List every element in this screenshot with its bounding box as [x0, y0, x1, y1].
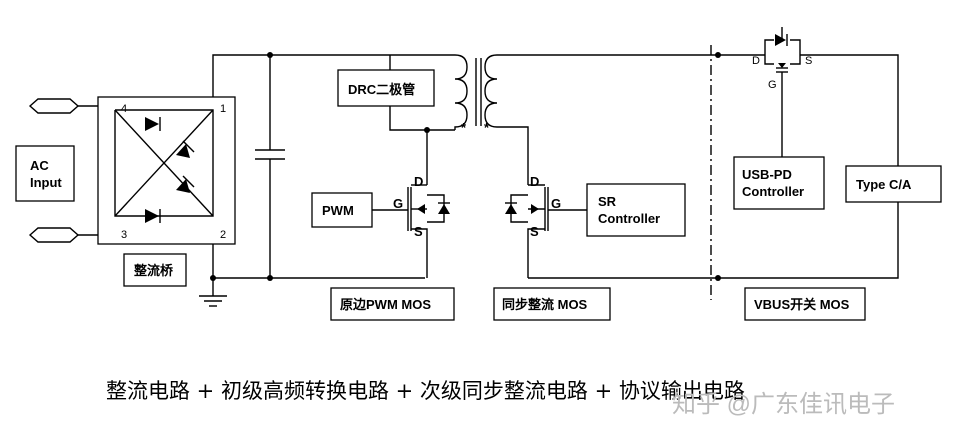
primary-mos-pin-g: G: [393, 196, 403, 211]
transformer: * *: [454, 54, 498, 135]
sync-mosfet: D G S: [505, 174, 561, 278]
usb-pd-label-2: Controller: [742, 184, 804, 199]
sync-mos-pin-s: S: [530, 224, 539, 239]
vbus-mos-pin-s: S: [805, 55, 812, 67]
usb-pd-controller-box: USB-PD Controller: [733, 156, 825, 210]
bridge-pin-2: 2: [220, 229, 226, 241]
pwm-label: PWM: [322, 203, 354, 218]
vbus-mos-caption: VBUS开关 MOS: [754, 297, 850, 312]
ac-input-label-1: AC: [30, 158, 49, 173]
secondary-dot: *: [484, 120, 490, 135]
sr-controller-label-2: Controller: [598, 211, 660, 226]
sr-controller-label-1: SR: [598, 194, 617, 209]
watermark: 知乎 @广东佳讯电子: [672, 391, 895, 418]
vbus-mosfet: D G S: [752, 27, 812, 92]
ac-input-box: AC Input: [15, 145, 75, 202]
sync-mos-caption: 同步整流 MOS: [502, 297, 588, 312]
sync-mos-pin-d: D: [530, 174, 539, 189]
vbus-mos-pin-d: D: [752, 55, 760, 67]
primary-mos-pin-d: D: [414, 174, 423, 189]
primary-mosfet: D G S: [393, 130, 450, 278]
sync-mos-pin-g: G: [551, 196, 561, 211]
primary-mos-caption-box: 原边PWM MOS: [330, 287, 455, 321]
ac-input-label-2: Input: [30, 175, 62, 190]
bridge-pin-4: 4: [121, 103, 127, 115]
sync-mos-caption-box: 同步整流 MOS: [493, 287, 611, 321]
vbus-mos-caption-box: VBUS开关 MOS: [744, 287, 866, 321]
ground-symbol: [199, 278, 227, 307]
bridge-pin-1: 1: [220, 103, 226, 115]
primary-mos-pin-s: S: [414, 224, 423, 239]
bridge-rectifier: 4 1 3 2: [97, 96, 236, 245]
vbus-mos-pin-g: G: [768, 79, 777, 91]
primary-mos-caption: 原边PWM MOS: [340, 297, 431, 312]
drc-label: DRC二极管: [348, 82, 415, 97]
type-c-box: Type C/A: [845, 165, 942, 203]
usb-pd-label-1: USB-PD: [742, 167, 792, 182]
sr-controller-box: SR Controller: [586, 183, 686, 237]
drc-diode-box: DRC二极管: [337, 69, 435, 107]
primary-dot: *: [461, 120, 467, 135]
bulk-capacitor: [255, 52, 285, 281]
type-c-label: Type C/A: [856, 177, 912, 192]
figure-caption: 整流电路 + 初级高频转换电路 + 次级同步整流电路 + 协议输出电路: [106, 379, 745, 403]
bridge-pin-3: 3: [121, 229, 127, 241]
bridge-caption-box: 整流桥: [123, 253, 187, 287]
pwm-box: PWM: [311, 192, 373, 228]
bridge-caption: 整流桥: [133, 263, 174, 278]
